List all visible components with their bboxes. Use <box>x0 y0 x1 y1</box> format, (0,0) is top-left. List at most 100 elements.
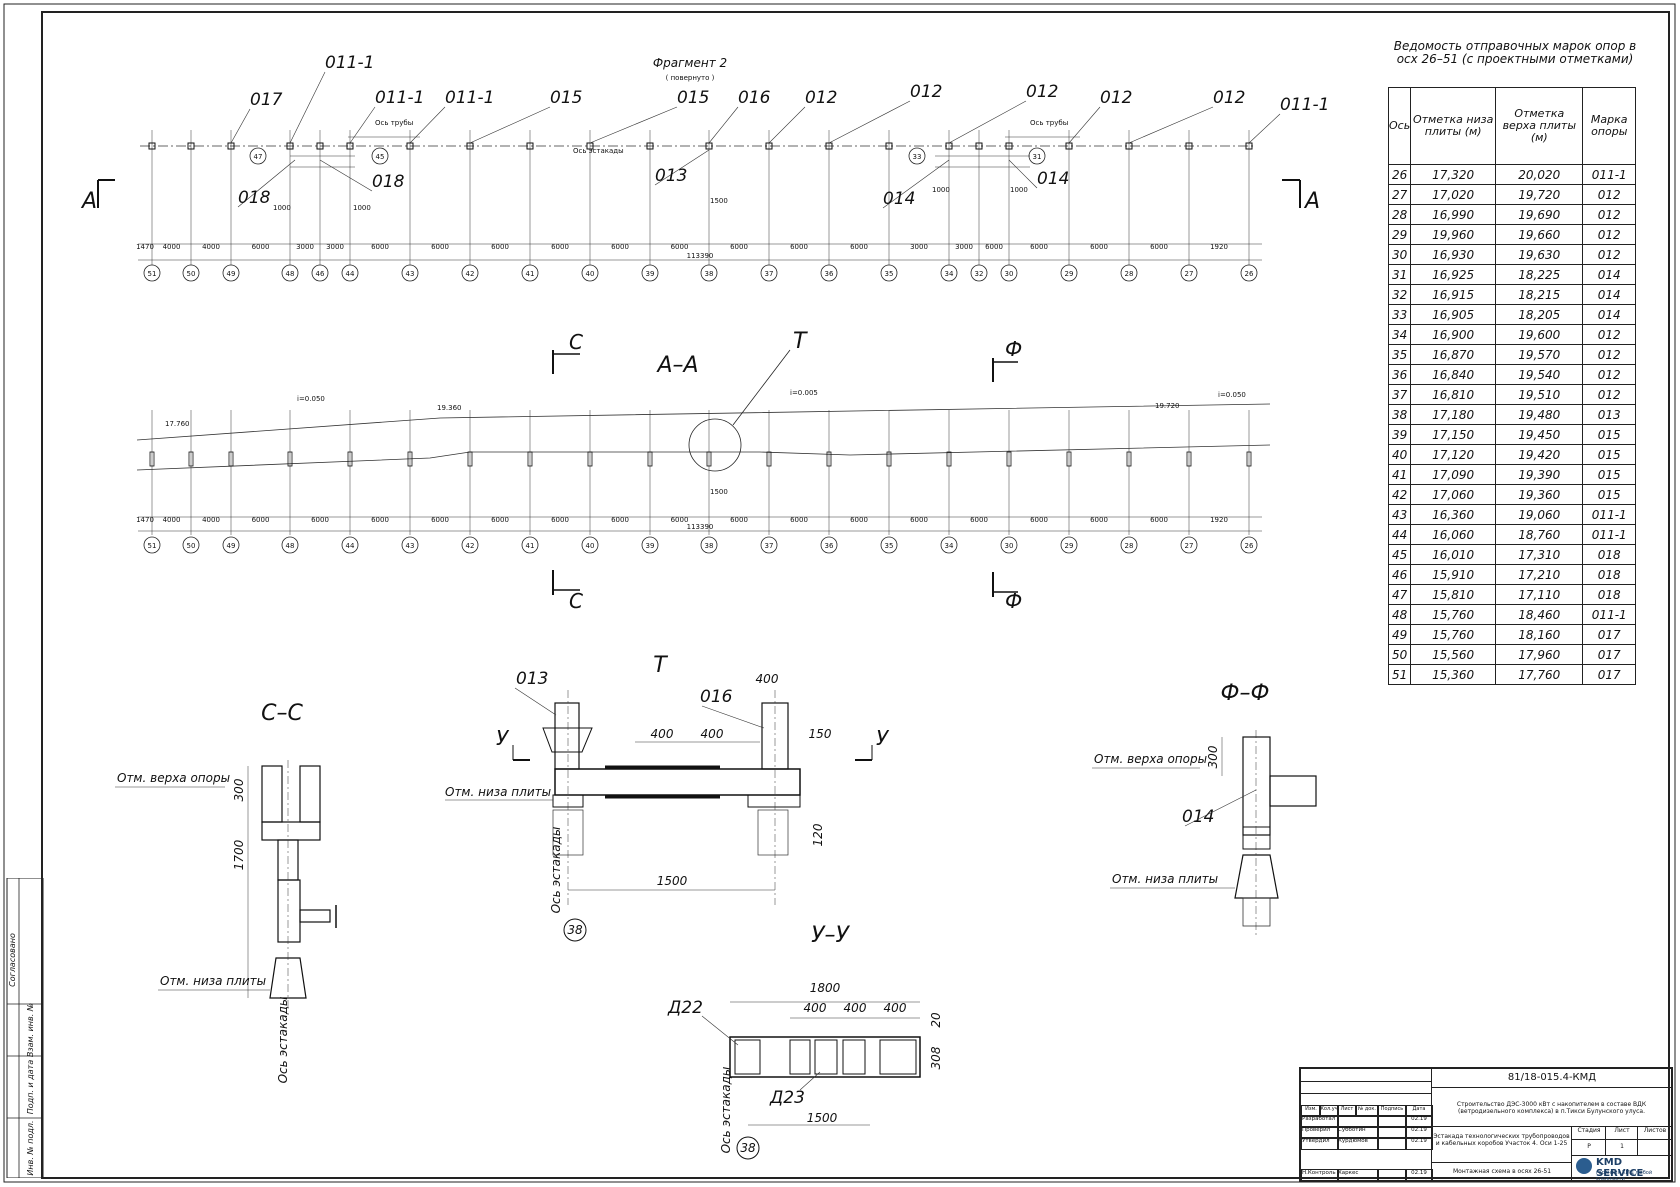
plan-mark-label: 012 <box>1026 82 1058 102</box>
table-cell: 49 <box>1387 624 1412 645</box>
table-cell: 16,925 <box>1410 264 1497 285</box>
bubble-33: 33 <box>913 153 922 161</box>
stamp-signature <box>1377 1137 1407 1150</box>
section-span: 6000 <box>1150 516 1168 524</box>
section-axis-bubble: 49 <box>227 542 236 550</box>
table-cell: 012 <box>1582 324 1636 345</box>
plan-mark-label: 014 <box>883 189 915 209</box>
cut-a-left: А <box>80 189 97 214</box>
plan-mark-label: 011-1 <box>445 88 494 108</box>
table-cell: 20,020 <box>1495 164 1584 185</box>
table-cell: 27 <box>1387 184 1412 205</box>
t-dim-400-b: 400 <box>701 727 724 741</box>
ff-bottom-plate: Отм. низа плиты <box>1112 872 1218 886</box>
plan-axis-bubble: 36 <box>825 270 834 278</box>
uu-mark-d22: Д22 <box>667 998 703 1018</box>
t-bottom-plate: Отм. низа плиты <box>445 785 551 799</box>
stamp-project: Строительство ДЭС-3000 кВт с накопителем… <box>1431 1087 1671 1127</box>
table-cell: 014 <box>1582 304 1636 325</box>
table-cell: 37 <box>1387 384 1412 405</box>
plan-mark-label: 012 <box>1213 88 1245 108</box>
table-cell: 018 <box>1582 544 1636 565</box>
section-total-length: 113390 <box>687 523 714 531</box>
plan-total-length: 113390 <box>687 252 714 260</box>
uu-mark-d23: Д23 <box>769 1088 805 1108</box>
table-cell: 32 <box>1387 284 1412 305</box>
plan-span: 6000 <box>1090 243 1108 251</box>
elev-19720: 19.720 <box>1155 402 1180 410</box>
section-span: 6000 <box>850 516 868 524</box>
inner-frame <box>41 11 1670 1179</box>
section-span: 6000 <box>491 516 509 524</box>
section-axis-bubble: 48 <box>286 542 295 550</box>
stamp-role: Проверил <box>1301 1126 1339 1139</box>
dim-1000-b: 1000 <box>353 204 371 212</box>
table-cell: 013 <box>1582 404 1636 425</box>
table-cell: 17,060 <box>1410 484 1497 505</box>
table-cell: 17,960 <box>1495 644 1584 665</box>
stamp-object: Эстакада технологических трубопроводов и… <box>1431 1127 1571 1163</box>
pipe-axis-label-1: Ось трубы <box>375 119 413 127</box>
t-dim-150: 150 <box>809 727 832 741</box>
table-cell: 17,110 <box>1495 584 1584 605</box>
plan-mark-label: 016 <box>738 88 771 108</box>
table-cell: 15,810 <box>1410 584 1497 605</box>
section-aa-title: А–А <box>655 353 698 378</box>
plan-axis-bubble: 46 <box>316 270 325 278</box>
table-cell: 26 <box>1387 164 1412 185</box>
section-span: 4000 <box>202 516 220 524</box>
section-axis-bubble: 40 <box>586 542 595 550</box>
section-cc-title: С–С <box>261 701 303 726</box>
slope-2: i=0.005 <box>790 389 818 397</box>
table-cell: 16,900 <box>1410 324 1497 345</box>
section-span: 6000 <box>1090 516 1108 524</box>
stamp-date: 02.19 <box>1405 1137 1433 1150</box>
plan-span: 6000 <box>730 243 748 251</box>
plan-span: 6000 <box>371 243 389 251</box>
uu-dim-308: 308 <box>929 1046 943 1069</box>
plan-span: 4000 <box>202 243 220 251</box>
stamp-date: 02.19 <box>1405 1169 1433 1182</box>
table-cell: 51 <box>1387 664 1412 685</box>
table-cell: 42 <box>1387 484 1412 505</box>
section-axis-bubble: 37 <box>765 542 774 550</box>
section-axis-bubble: 26 <box>1245 542 1254 550</box>
stamp-person <box>1337 1115 1379 1128</box>
table-cell: 15,760 <box>1410 624 1497 645</box>
detail-t: Т 1500 400 400 400 150 120 Отм. низа пли… <box>445 653 890 942</box>
side-strip: Согласовано Взам. инв. № Подп. и дата Ин… <box>3 878 45 1178</box>
cut-f-top: Ф <box>1005 337 1022 361</box>
stamp-logo-sub: гарантия КМД любой сложности <box>1596 1170 1653 1182</box>
uu-dim-1500: 1500 <box>807 1111 838 1125</box>
title-block: 81/18-015.4-КМД Строительство ДЭС-3000 к… <box>1299 1067 1673 1182</box>
plan-axis-bubble: 29 <box>1065 270 1074 278</box>
table-cell: 41 <box>1387 464 1412 485</box>
table-cell: 19,420 <box>1495 444 1584 465</box>
table-cell: 16,010 <box>1410 544 1497 565</box>
slope-1: i=0.050 <box>297 395 325 403</box>
table-header: Отметка верха плиты (м) <box>1495 87 1584 165</box>
section-axis-bubble: 29 <box>1065 542 1074 550</box>
cc-dim-1700: 1700 <box>232 839 246 870</box>
side-field-1: Взам. инв. № <box>26 1003 35 1057</box>
section-span: 1470 <box>136 516 154 524</box>
dim-1500-plan: 1500 <box>710 197 728 205</box>
table-cell: 50 <box>1387 644 1412 665</box>
section-span: 6000 <box>611 516 629 524</box>
table-cell: 017 <box>1582 624 1636 645</box>
plan-axis-bubble: 28 <box>1125 270 1134 278</box>
table-header: Марка опоры <box>1582 87 1636 165</box>
stamp-sheet-h: Лист <box>1605 1127 1638 1140</box>
plan-axis-bubble: 39 <box>646 270 655 278</box>
table-cell: 012 <box>1582 224 1636 245</box>
